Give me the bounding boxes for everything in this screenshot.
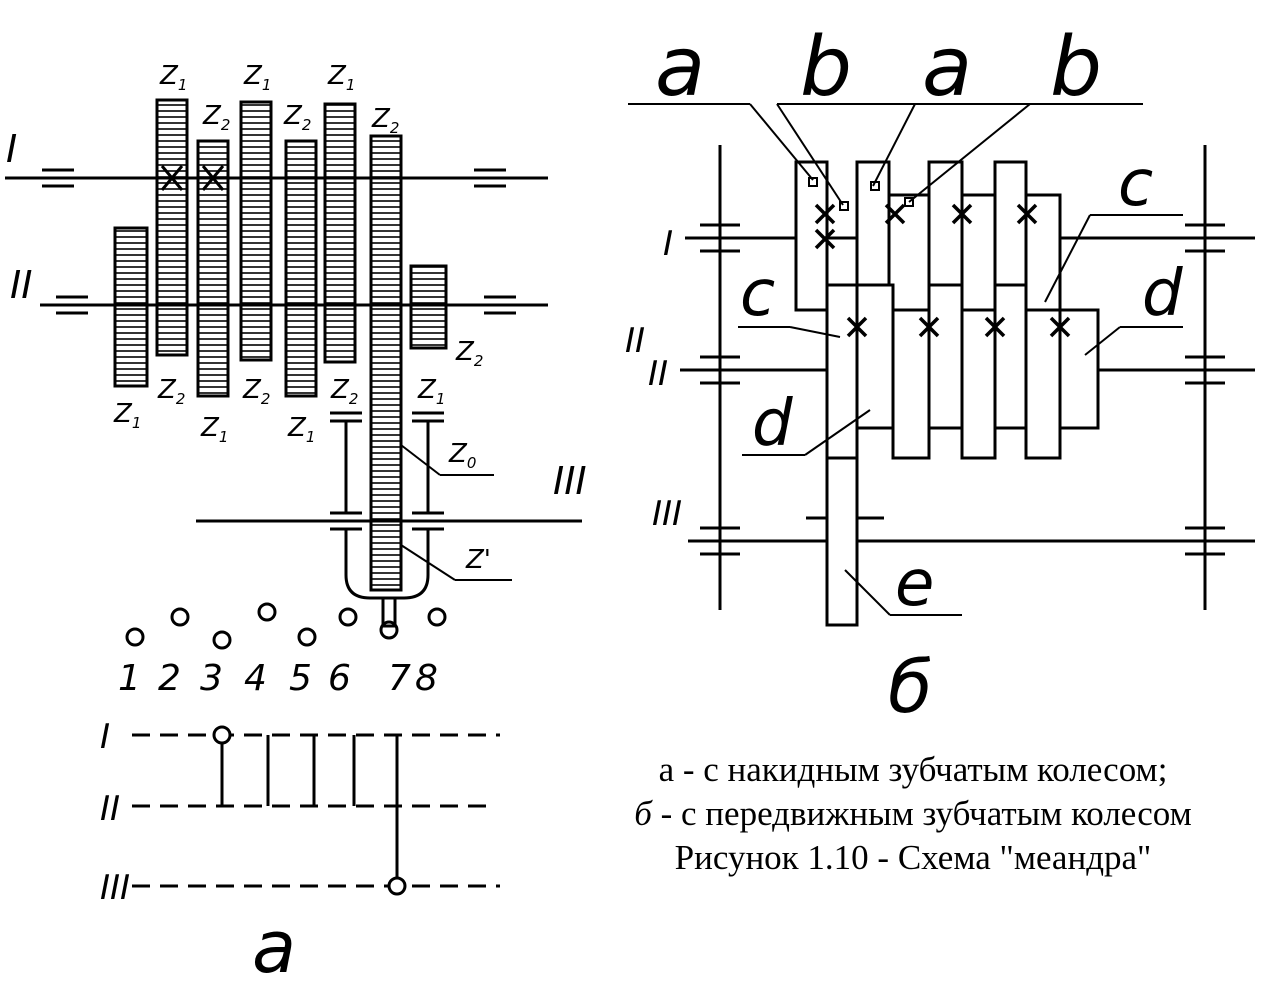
- svg-text:Z': Z': [465, 545, 491, 575]
- gear-z1-1: [155, 98, 189, 357]
- svg-text:7: 7: [388, 658, 411, 699]
- leaders-b: [628, 103, 1183, 616]
- b-shaft-3-label: III: [652, 494, 682, 534]
- svg-text:Z2: Z2: [157, 375, 185, 408]
- figure-b-labels: a b a b c c d d e I II II III б: [625, 20, 1183, 729]
- svg-text:8: 8: [415, 658, 438, 699]
- zprime-leader: [400, 544, 456, 581]
- caption-title: Рисунок 1.10 - Схема "меандра": [674, 838, 1152, 877]
- gears-b: [794, 160, 1100, 627]
- figure-caption: а - с накидным зубчатым колесом; б - с п…: [548, 748, 1278, 880]
- fork-pin: [379, 620, 399, 640]
- b-shaft-1-label: I: [663, 224, 673, 264]
- svg-text:Z1: Z1: [287, 413, 315, 446]
- gear-z1-shaft2-left: [113, 226, 149, 388]
- b-top-a2: a: [922, 20, 972, 115]
- svg-text:Z1: Z1: [243, 61, 271, 94]
- meander-graph: [132, 725, 500, 896]
- gear-z2-shaft2-right: [409, 264, 448, 350]
- svg-text:5: 5: [289, 658, 312, 699]
- svg-text:3: 3: [200, 658, 223, 699]
- fork-handle: [381, 596, 397, 628]
- b-label-d-left: d: [752, 387, 793, 461]
- svg-text:Z1: Z1: [113, 399, 141, 432]
- bearings-b: [700, 223, 1225, 556]
- caption-line-b-prefix: б: [634, 794, 652, 833]
- fixed-crosses-a: [160, 165, 225, 191]
- svg-text:2: 2: [158, 658, 181, 699]
- b-label-c-left: c: [740, 257, 775, 331]
- meander-label-1: I: [100, 717, 110, 757]
- gear-group-a: [113, 98, 448, 592]
- svg-text:Z1: Z1: [200, 413, 228, 446]
- b-label-e: e: [895, 547, 934, 621]
- bearings-a: [42, 168, 516, 531]
- b-top-b2: b: [1050, 20, 1102, 115]
- svg-text:Z1: Z1: [327, 61, 355, 94]
- svg-text:Z2: Z2: [202, 101, 230, 134]
- z0-leader: [400, 444, 441, 476]
- fixed-crosses-b: [814, 203, 1071, 338]
- svg-text:Z2: Z2: [330, 375, 358, 408]
- svg-text:Z2: Z2: [283, 101, 311, 134]
- gear-z2-2: [284, 139, 318, 398]
- gear-labels-bottom: Z1 Z2 Z1 Z2 Z1 Z2 Z1 Z2 Z0 Z': [113, 337, 491, 575]
- meander-label-3: III: [100, 868, 130, 908]
- gear-z1-3: [323, 102, 357, 364]
- svg-text:6: 6: [328, 658, 351, 699]
- figure-a-labels: I II III Z1 Z1 Z1 Z2 Z2 Z2 Z1 Z2 Z1 Z2 Z…: [6, 61, 587, 989]
- gear-z2-sliding: [369, 134, 403, 592]
- svg-text:Z1: Z1: [159, 61, 187, 94]
- gear-labels-top: Z1 Z1 Z1 Z2 Z2 Z2: [159, 61, 399, 137]
- meander-label-2: II: [100, 789, 120, 829]
- b-shaft-2-label-upper: II: [625, 321, 645, 361]
- shaft-3-label: III: [553, 459, 587, 503]
- svg-text:Z2: Z2: [371, 104, 399, 137]
- b-top-b1: b: [800, 20, 852, 115]
- svg-text:1: 1: [118, 658, 141, 699]
- svg-text:Z0: Z0: [448, 439, 476, 472]
- svg-text:Z2: Z2: [455, 337, 483, 370]
- svg-text:4: 4: [244, 658, 267, 699]
- b-top-a1: a: [655, 20, 705, 115]
- figure-b-letter: б: [888, 645, 932, 729]
- position-circles: [125, 602, 447, 650]
- position-numbers: 1 2 3 4 5 6 7 8: [118, 658, 438, 699]
- b-shaft-2-label: II: [648, 354, 668, 394]
- caption-line-a: а - с накидным зубчатым колесом;: [658, 750, 1168, 789]
- caption-line-b: б - с передвижным зубчатым колесом: [548, 792, 1278, 836]
- gear-z1-2: [239, 100, 273, 362]
- figure-a: [5, 98, 582, 896]
- figure-a-letter: а: [252, 905, 296, 989]
- b-label-c-right: c: [1118, 147, 1153, 221]
- svg-text:Z2: Z2: [242, 375, 270, 408]
- figure-b: [628, 103, 1255, 627]
- shaft-2-label: II: [10, 263, 32, 307]
- caption-line-b-rest: - с передвижным зубчатым колесом: [651, 794, 1192, 833]
- svg-text:Z1: Z1: [417, 375, 445, 408]
- shaft-1-label: I: [6, 127, 17, 171]
- gear-z2-1: [196, 139, 230, 398]
- b-label-d-right: d: [1142, 257, 1183, 331]
